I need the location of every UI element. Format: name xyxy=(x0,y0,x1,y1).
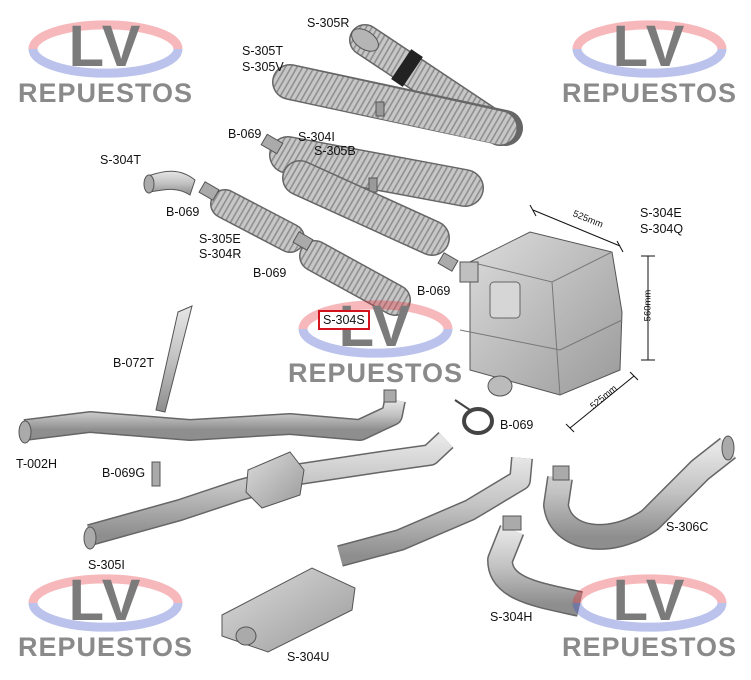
label-s304i: S-304I xyxy=(298,130,335,144)
label-b072t: B-072T xyxy=(113,356,154,370)
label-s304q: S-304Q xyxy=(640,222,684,236)
label-b069-b: B-069 xyxy=(166,205,200,219)
part-s305t-flex-pipe xyxy=(272,64,523,146)
part-b069-clamp-ring xyxy=(454,399,494,435)
label-s305v: S-305V xyxy=(242,60,284,74)
part-mid-flex-pipe xyxy=(282,160,450,256)
part-b069g-clamp xyxy=(151,461,161,487)
label-s304r: S-304R xyxy=(199,247,242,261)
dimension-height: 560mm xyxy=(642,289,654,322)
part-b072t-bracket xyxy=(155,305,193,413)
watermark-logo: LV REPUESTOS xyxy=(18,14,194,109)
part-s304t-adaptor xyxy=(143,170,196,196)
watermark-logo: LV REPUESTOS xyxy=(288,294,464,389)
part-s304i-flex-pipe xyxy=(269,136,484,207)
clamps-b069 xyxy=(198,133,459,272)
label-b069-a: B-069 xyxy=(228,127,262,141)
label-s305i: S-305I xyxy=(88,558,125,572)
watermark-logo: LV REPUESTOS xyxy=(18,568,194,663)
dimension-lines xyxy=(529,204,655,433)
part-s304e-muffler-box xyxy=(459,231,623,397)
label-s305r: S-305R xyxy=(307,16,350,30)
label-b069-c: B-069 xyxy=(253,266,287,280)
watermark-logo: LV REPUESTOS xyxy=(562,14,738,109)
label-s304e: S-304E xyxy=(640,206,682,220)
label-s304s-highlighted: S-304S xyxy=(318,310,370,330)
part-s304h-pipe xyxy=(487,515,583,617)
label-s304u: S-304U xyxy=(287,650,330,664)
label-s305e: S-305E xyxy=(199,232,241,246)
part-s305i-pipe xyxy=(83,431,454,550)
label-s304t: S-304T xyxy=(100,153,141,167)
label-b069-e: B-069 xyxy=(500,418,534,432)
label-s304h: S-304H xyxy=(490,610,533,624)
label-b069g: B-069G xyxy=(102,466,146,480)
label-s305b: S-305B xyxy=(314,144,356,158)
label-t002h: T-002H xyxy=(16,457,57,471)
part-s304u-muffler xyxy=(221,457,533,653)
label-b069-d: B-069 xyxy=(417,284,451,298)
watermark-logo: LV REPUESTOS xyxy=(562,568,738,663)
part-s304s-flex-pipe xyxy=(299,240,411,316)
label-s306c: S-306C xyxy=(666,520,709,534)
part-s305e-flex-pipe xyxy=(210,189,305,253)
part-s306c-pipe xyxy=(543,435,737,550)
part-t002h-pipe xyxy=(18,389,406,444)
label-s305t: S-305T xyxy=(242,44,283,58)
